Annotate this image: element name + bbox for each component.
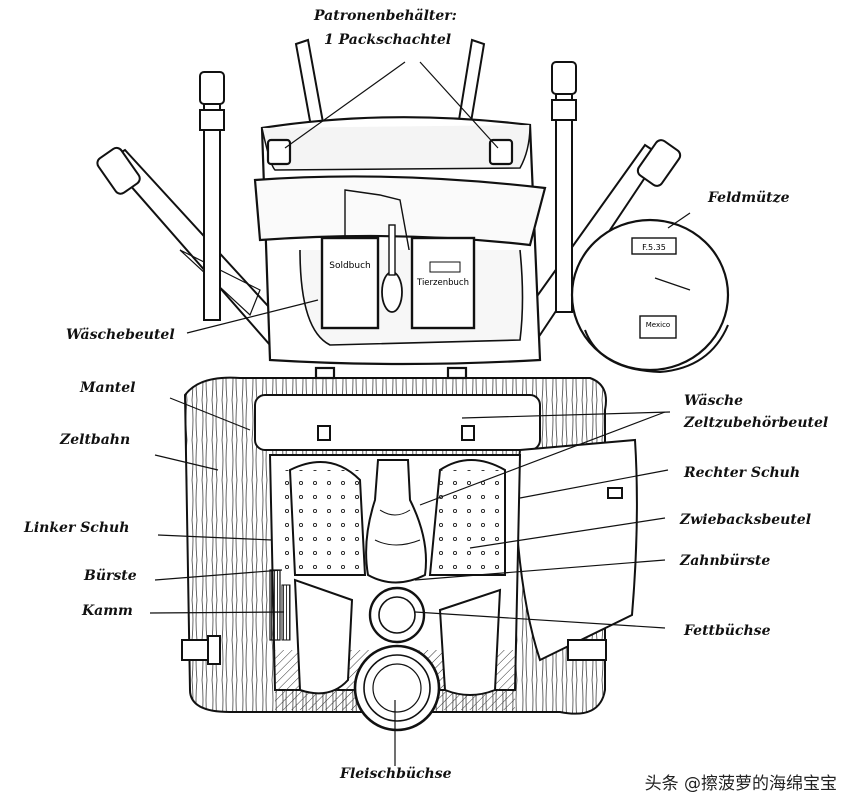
label-zeltzubehoerbeutel: Zeltzubehörbeutel — [684, 415, 829, 431]
label-patronenbehaelter-line1: Patronenbehälter: — [314, 8, 457, 24]
label-patronenbehaelter-line2: 1 Packschachtel — [324, 32, 452, 48]
label-fleischbuechse: Fleischbüchse — [340, 766, 452, 782]
label-kamm: Kamm — [82, 603, 133, 619]
label-buerste: Bürste — [84, 568, 137, 584]
vertical-strap-left — [199, 71, 225, 321]
label-zwiebacksbeutel: Zwiebacksbeutel — [680, 512, 812, 528]
label-feldmuetze: Feldmütze — [708, 190, 790, 206]
label-zeltbahn: Zeltbahn — [60, 432, 131, 448]
label-waeschebeutel: Wäschebeutel — [66, 327, 175, 343]
spoon — [381, 224, 403, 313]
label-fettbuechse: Fettbüchse — [684, 623, 771, 639]
tierzenbuch-text: Tierzenbuch — [416, 278, 469, 288]
feldmuetze-cap: F.5.35 Mexico — [570, 218, 730, 374]
cap-mark-1: F.5.35 — [642, 243, 666, 252]
vertical-strap-right — [551, 61, 577, 313]
soldbuch-book: Soldbuch — [320, 236, 380, 330]
rechter-schuh — [428, 459, 506, 696]
linker-schuh — [285, 461, 367, 695]
label-waesche: Wäsche — [684, 393, 744, 409]
soldbuch-text: Soldbuch — [329, 261, 371, 271]
label-mantel: Mantel — [80, 380, 136, 396]
fettbuechse-tin — [368, 586, 426, 644]
cap-mark-2: Mexico — [646, 321, 670, 329]
label-linker-schuh: Linker Schuh — [24, 520, 130, 536]
zwiebacksbeutel — [365, 459, 427, 584]
label-zahnbuerste: Zahnbürste — [680, 553, 771, 569]
shoulder-strap-left — [96, 146, 292, 347]
label-rechter-schuh: Rechter Schuh — [684, 465, 801, 481]
watermark: 头条 @擦菠萝的海绵宝宝 — [644, 774, 837, 794]
pack-top-body — [253, 116, 547, 380]
leader-lines — [149, 61, 691, 766]
fleischbuechse-tin — [353, 644, 441, 732]
tierzenbuch-book: Tierzenbuch — [410, 236, 476, 330]
buckles — [181, 635, 607, 665]
buerste-brush — [269, 569, 281, 641]
top-straps — [294, 38, 486, 134]
zeltbahn-fold — [513, 438, 638, 662]
